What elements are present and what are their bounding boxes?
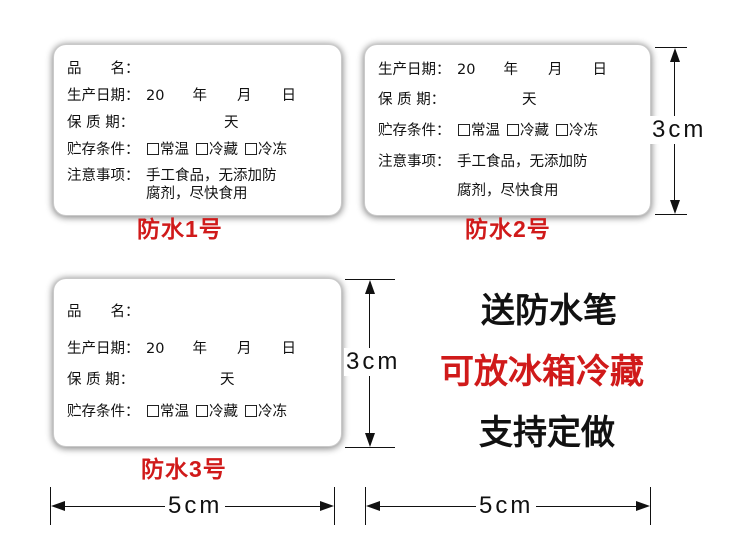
row-shelf: 保 质 期： 天 <box>67 114 239 132</box>
sticker-2: 生产日期： 20 年 月 日 保 质 期： 天 贮存条件： 常温 冷藏 冷冻 注意事项： 手工食品… <box>365 45 650 215</box>
dim-tick-top-right <box>655 47 687 48</box>
checkbox-freeze[interactable] <box>245 143 257 155</box>
dim-tick-right-b <box>650 487 651 525</box>
dim-tick-left-a <box>50 487 51 525</box>
sticker-3: 品 名： 生产日期： 20 年 月 日 保 质 期： 天 贮存条件： 常温 冷藏 冷冻 <box>54 279 341 446</box>
storage-label: 贮存条件： <box>67 142 140 158</box>
dim-tick-left-b <box>334 487 335 525</box>
sticker-3-name: 防水3号 <box>141 456 227 482</box>
height-dimension-left: 3cm <box>344 348 403 376</box>
checkbox-room[interactable] <box>458 124 470 136</box>
arrow-right-icon <box>320 501 334 511</box>
month-label: 月 <box>236 88 252 104</box>
opt-room: 常温 <box>471 123 500 139</box>
arrow-up-icon <box>670 48 680 62</box>
name-label: 品 名： <box>67 304 140 320</box>
day-label: 日 <box>281 341 296 357</box>
width-dimension-right: 5cm <box>476 492 537 520</box>
month-label: 月 <box>547 62 563 78</box>
promo-line-3: 支持定做 <box>479 413 615 453</box>
checkbox-room[interactable] <box>147 143 159 155</box>
row-notes: 注意事项： 手工食品，无添加防 <box>67 167 277 185</box>
shelf-unit: 天 <box>522 92 537 108</box>
checkbox-fridge[interactable] <box>196 405 208 417</box>
name-label: 品 名： <box>67 61 140 77</box>
row-date: 生产日期： 20 年 月 日 <box>378 61 607 79</box>
month-label: 月 <box>236 341 252 357</box>
opt-freeze: 冷冻 <box>258 404 287 420</box>
arrow-down-icon <box>670 200 680 214</box>
notes-line1: 手工食品，无添加防 <box>457 154 588 170</box>
arrow-left-icon <box>51 501 65 511</box>
dim-tick-bottom-right <box>655 214 687 215</box>
day-label: 日 <box>592 62 607 78</box>
row-storage: 贮存条件： 常温 冷藏 冷冻 <box>67 403 287 421</box>
checkbox-fridge[interactable] <box>196 143 208 155</box>
height-dimension-right: 3cm <box>650 116 709 144</box>
checkbox-room[interactable] <box>147 405 159 417</box>
row-name: 品 名： <box>67 60 146 78</box>
dim-tick-bottom-left <box>345 447 395 448</box>
checkbox-fridge[interactable] <box>507 124 519 136</box>
year-label: 年 <box>503 62 518 78</box>
opt-room: 常温 <box>160 404 189 420</box>
row-notes: 注意事项： 手工食品，无添加防 <box>378 153 588 171</box>
promo-line-2: 可放冰箱冷藏 <box>440 352 644 392</box>
date-label: 生产日期： <box>67 88 140 104</box>
opt-fridge: 冷藏 <box>520 123 549 139</box>
row-name: 品 名： <box>67 303 146 321</box>
opt-fridge: 冷藏 <box>209 404 238 420</box>
date-label: 生产日期： <box>67 341 140 357</box>
checkbox-freeze[interactable] <box>556 124 568 136</box>
notes-label: 注意事项： <box>67 168 140 184</box>
opt-fridge: 冷藏 <box>209 142 238 158</box>
row-storage: 贮存条件： 常温 冷藏 冷冻 <box>378 122 598 140</box>
date-prefix: 20 <box>457 62 476 78</box>
shelf-label: 保 质 期： <box>378 92 446 108</box>
storage-label: 贮存条件： <box>67 404 140 420</box>
width-dimension-left: 5cm <box>165 492 226 520</box>
notes-line2: 腐剂，尽快食用 <box>146 186 248 202</box>
sticker-1: 品 名： 生产日期： 20 年 月 日 保 质 期： 天 贮存条件： 常温 冷藏 冷冻 注意事项… <box>54 45 341 215</box>
sticker-2-name: 防水2号 <box>465 216 551 242</box>
day-label: 日 <box>281 88 296 104</box>
shelf-label: 保 质 期： <box>67 372 135 388</box>
opt-room: 常温 <box>160 142 189 158</box>
row-storage: 贮存条件： 常温 冷藏 冷冻 <box>67 141 287 159</box>
date-prefix: 20 <box>146 88 165 104</box>
arrow-right-icon <box>636 501 650 511</box>
shelf-unit: 天 <box>224 115 239 131</box>
date-label: 生产日期： <box>378 62 451 78</box>
promo-line-1: 送防水笔 <box>481 291 617 331</box>
opt-freeze: 冷冻 <box>569 123 598 139</box>
notes-line1: 手工食品，无添加防 <box>146 168 277 184</box>
storage-label: 贮存条件： <box>378 123 451 139</box>
opt-freeze: 冷冻 <box>258 142 287 158</box>
arrow-left-icon <box>366 501 380 511</box>
dim-tick-right-a <box>365 487 366 525</box>
year-label: 年 <box>192 341 207 357</box>
row-date: 生产日期： 20 年 月 日 <box>67 87 296 105</box>
arrow-up-icon <box>365 280 375 294</box>
row-shelf: 保 质 期： 天 <box>67 371 235 389</box>
sticker-1-name: 防水1号 <box>137 216 223 242</box>
shelf-label: 保 质 期： <box>67 115 135 131</box>
shelf-unit: 天 <box>220 372 235 388</box>
year-label: 年 <box>192 88 207 104</box>
notes-line2: 腐剂，尽快食用 <box>457 183 559 199</box>
notes-label: 注意事项： <box>378 154 451 170</box>
arrow-down-icon <box>365 433 375 447</box>
date-prefix: 20 <box>146 341 165 357</box>
checkbox-freeze[interactable] <box>245 405 257 417</box>
row-shelf: 保 质 期： 天 <box>378 91 537 109</box>
dim-tick-top-left <box>345 279 395 280</box>
row-date: 生产日期： 20 年 月 日 <box>67 340 296 358</box>
